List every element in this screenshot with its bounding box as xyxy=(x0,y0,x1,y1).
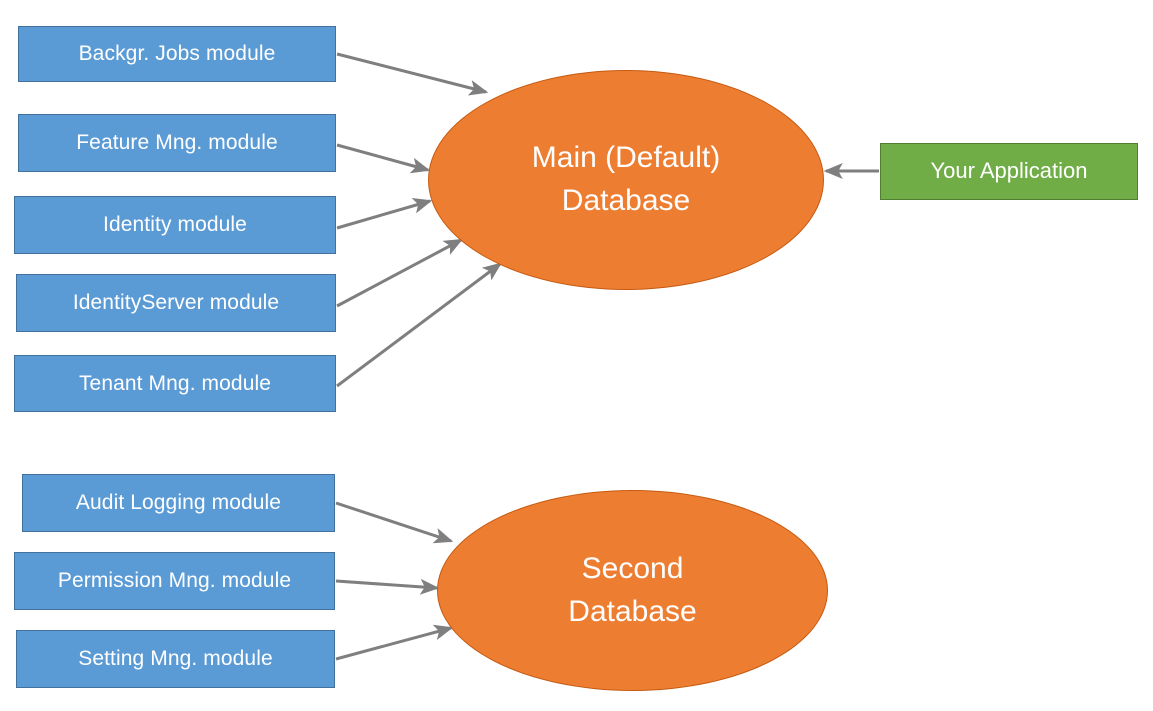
module-label: Feature Mng. module xyxy=(76,131,278,155)
module-label: Permission Mng. module xyxy=(57,569,292,593)
module-box-audit-logging[interactable]: Audit Logging module xyxy=(22,474,335,532)
module-label: Setting Mng. module xyxy=(78,647,273,671)
connector-feature-mng-to-main-db xyxy=(336,143,431,174)
connector-permission-mng-to-second-db xyxy=(335,578,440,595)
module-box-backgr-jobs[interactable]: Backgr. Jobs module xyxy=(18,26,336,82)
module-label: IdentityServer module xyxy=(72,291,280,315)
database-ellipse-second[interactable]: Second Database xyxy=(437,490,828,691)
module-box-tenant-mng[interactable]: Tenant Mng. module xyxy=(14,355,336,412)
application-label: Your Application xyxy=(930,158,1088,184)
database-label-line1: Main (Default) xyxy=(531,141,721,175)
module-box-permission-mng[interactable]: Permission Mng. module xyxy=(14,552,335,610)
connector-identityserver-to-main-db xyxy=(336,238,464,308)
module-label: Tenant Mng. module xyxy=(78,371,272,395)
database-label-line1: Second xyxy=(581,551,684,585)
module-box-setting-mng[interactable]: Setting Mng. module xyxy=(16,630,335,688)
database-label-line2: Database xyxy=(561,184,691,217)
module-label: Audit Logging module xyxy=(75,491,282,515)
database-ellipse-main[interactable]: Main (Default) Database xyxy=(428,70,824,290)
connector-backgr-jobs-to-main-db xyxy=(336,52,489,96)
module-box-identity[interactable]: Identity module xyxy=(14,196,336,254)
database-label-line2: Database xyxy=(568,594,697,628)
connector-setting-mng-to-second-db xyxy=(335,624,454,661)
module-box-feature-mng[interactable]: Feature Mng. module xyxy=(18,114,336,172)
module-label: Identity module xyxy=(103,213,247,237)
connector-identity-to-main-db xyxy=(336,198,433,230)
module-label: Backgr. Jobs module xyxy=(78,42,276,66)
module-box-identityserver[interactable]: IdentityServer module xyxy=(16,274,336,332)
connector-tenant-mng-to-main-db xyxy=(336,262,502,388)
application-box[interactable]: Your Application xyxy=(880,143,1138,200)
connector-audit-logging-to-second-db xyxy=(335,501,454,544)
